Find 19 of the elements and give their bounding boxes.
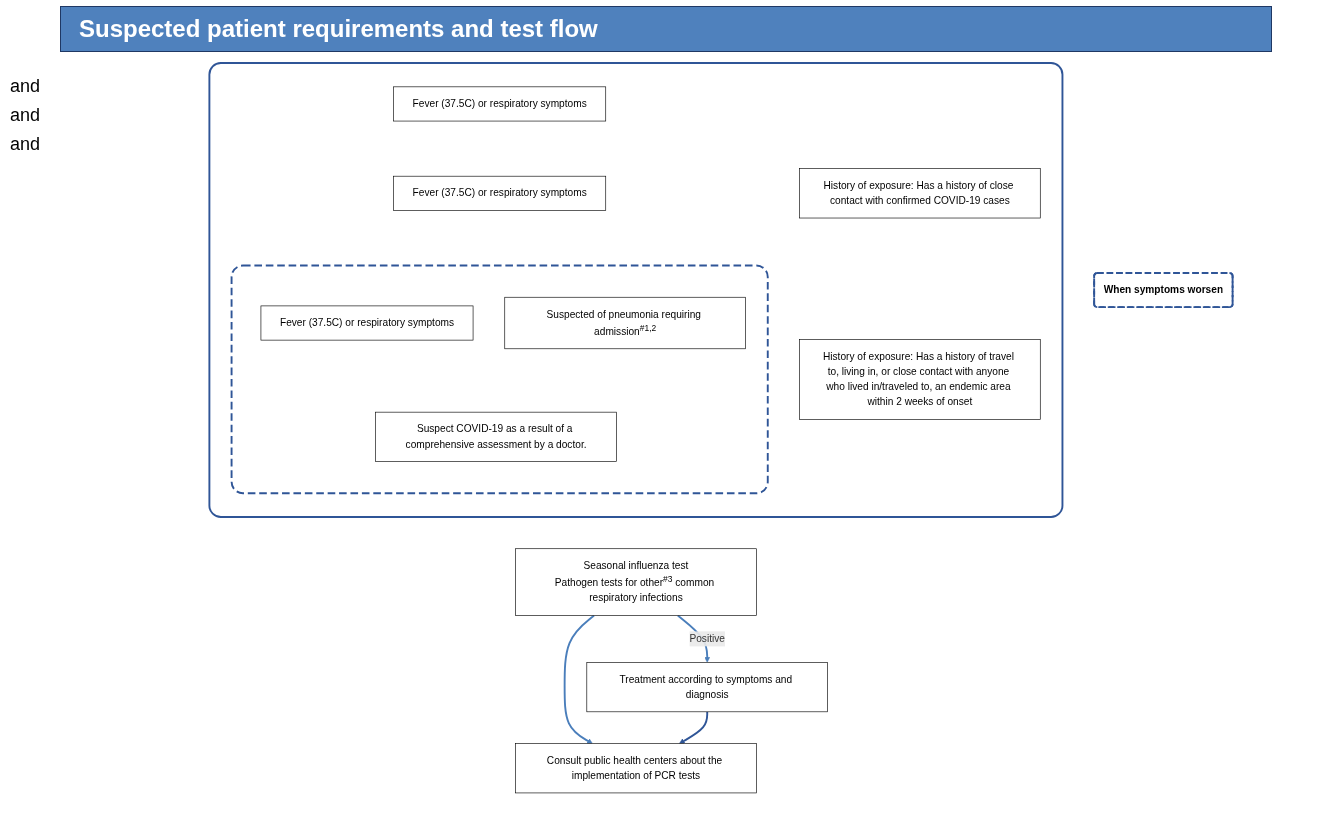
node-box: Fever (37.5C) or respiratory symptoms bbox=[393, 86, 607, 122]
node-box: Suspect COVID-19 as a result of a comprehensive assessment by a doctor. bbox=[375, 411, 617, 462]
node-box: History of exposure: Has a history of close contact with confirmed COVID-19 cases bbox=[799, 168, 1041, 219]
node-box: History of exposure: Has a history of travel to, living in, or close contact with anyone who lived in/traveled to, an endemic area within 2 weeks of onset bbox=[799, 339, 1041, 420]
node-box: Suspected of pneumonia requiring admission$^{#1,2}$ bbox=[504, 296, 746, 350]
node-box: Fever (37.5C) or respiratory symptoms bbox=[393, 175, 607, 211]
node-box: Consult public health centers about the implementation of PCR tests bbox=[515, 743, 757, 794]
title-banner: Suspected patient requirements and test flow bbox=[60, 6, 1272, 52]
arrow bbox=[563, 614, 595, 744]
node-box: Fever (37.5C) or respiratory symptoms bbox=[260, 305, 474, 341]
edge-label: Positive bbox=[689, 633, 725, 644]
node-box: Treatment according to symptoms and diagnosis bbox=[586, 662, 828, 713]
connector-word: and bbox=[10, 105, 42, 126]
cluster bbox=[230, 264, 769, 495]
arrow bbox=[679, 710, 709, 744]
connector-word: and bbox=[10, 134, 42, 155]
cluster bbox=[208, 62, 1064, 518]
node-box: Seasonal influenza test Pathogen tests for other$^{#3}$ common respiratory infections bbox=[515, 548, 757, 616]
connector-word: and bbox=[10, 76, 42, 97]
